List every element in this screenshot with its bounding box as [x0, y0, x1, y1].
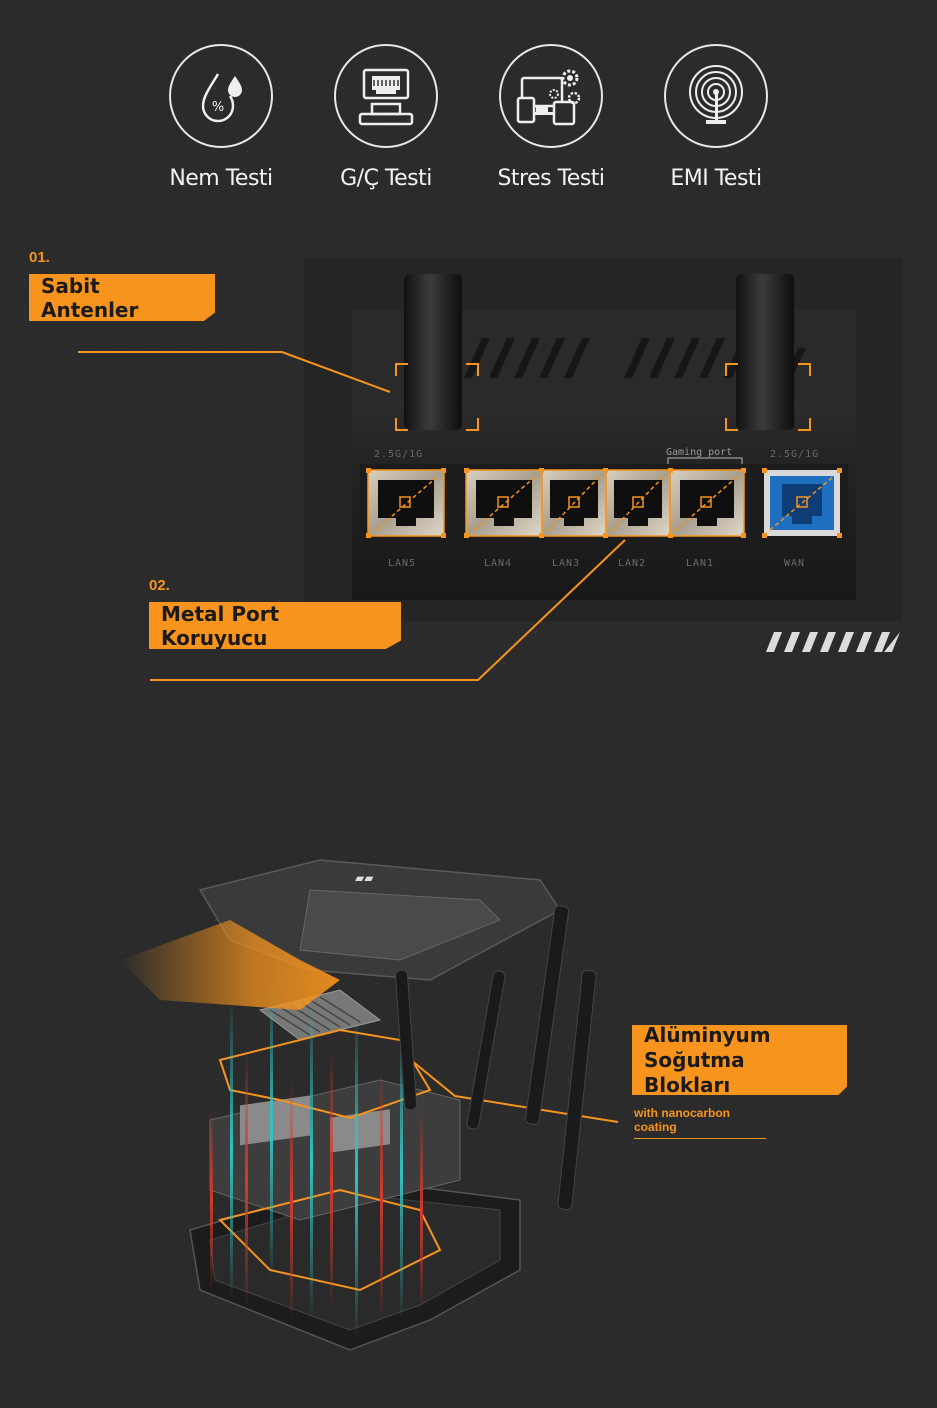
feature-number: 02. [149, 577, 170, 594]
feature-title-metal-port-guard: Metal Port Koruyucu [149, 602, 401, 649]
feature-title-line: Alüminyum [644, 1022, 771, 1047]
feature-subtitle: with nanocarbon coating [634, 1106, 766, 1139]
hazard-stripes [766, 632, 900, 652]
feature-number: 01. [29, 249, 50, 266]
port-group-label: 2.5G/1G [770, 449, 820, 460]
test-label: EMI Testi [670, 166, 762, 191]
port-name-label: LAN3 [552, 558, 581, 569]
io-port-icon [334, 44, 438, 148]
test-item-stress: Stres Testi [476, 44, 626, 191]
test-item-io: G/Ç Testi [311, 44, 461, 191]
test-item-emi: EMI Testi [641, 44, 791, 191]
test-label: G/Ç Testi [340, 166, 432, 191]
feature-title-fixed-antennas: Sabit Antenler [29, 274, 215, 321]
port-name-label: LAN5 [388, 558, 417, 569]
port-name-label: LAN4 [484, 558, 513, 569]
router-exploded-view: ▰▰ [120, 859, 597, 1351]
feature-title-aluminum-heatsinks: Alüminyum Soğutma Blokları [632, 1025, 847, 1095]
test-label: Stres Testi [497, 166, 605, 191]
port-name-label: WAN [784, 558, 806, 569]
feature-title-line: Soğutma Blokları [644, 1047, 745, 1097]
humidity-icon: % [169, 44, 273, 148]
emi-antenna-icon [664, 44, 768, 148]
svg-text:%: % [212, 100, 224, 115]
port-group-label: 2.5G/1G [374, 449, 424, 460]
svg-text:▰▰: ▰▰ [355, 871, 374, 885]
test-item-humidity: % Nem Testi [146, 44, 296, 191]
test-label: Nem Testi [169, 166, 273, 191]
port-name-label: LAN2 [618, 558, 647, 569]
gaming-port-label: Gaming port [666, 447, 733, 458]
port-name-label: LAN1 [686, 558, 715, 569]
stress-devices-icon [499, 44, 603, 148]
router-rear-image: 2.5G/1G Gaming port 2.5G/1G LAN5 LAN4 LA… [304, 258, 902, 621]
